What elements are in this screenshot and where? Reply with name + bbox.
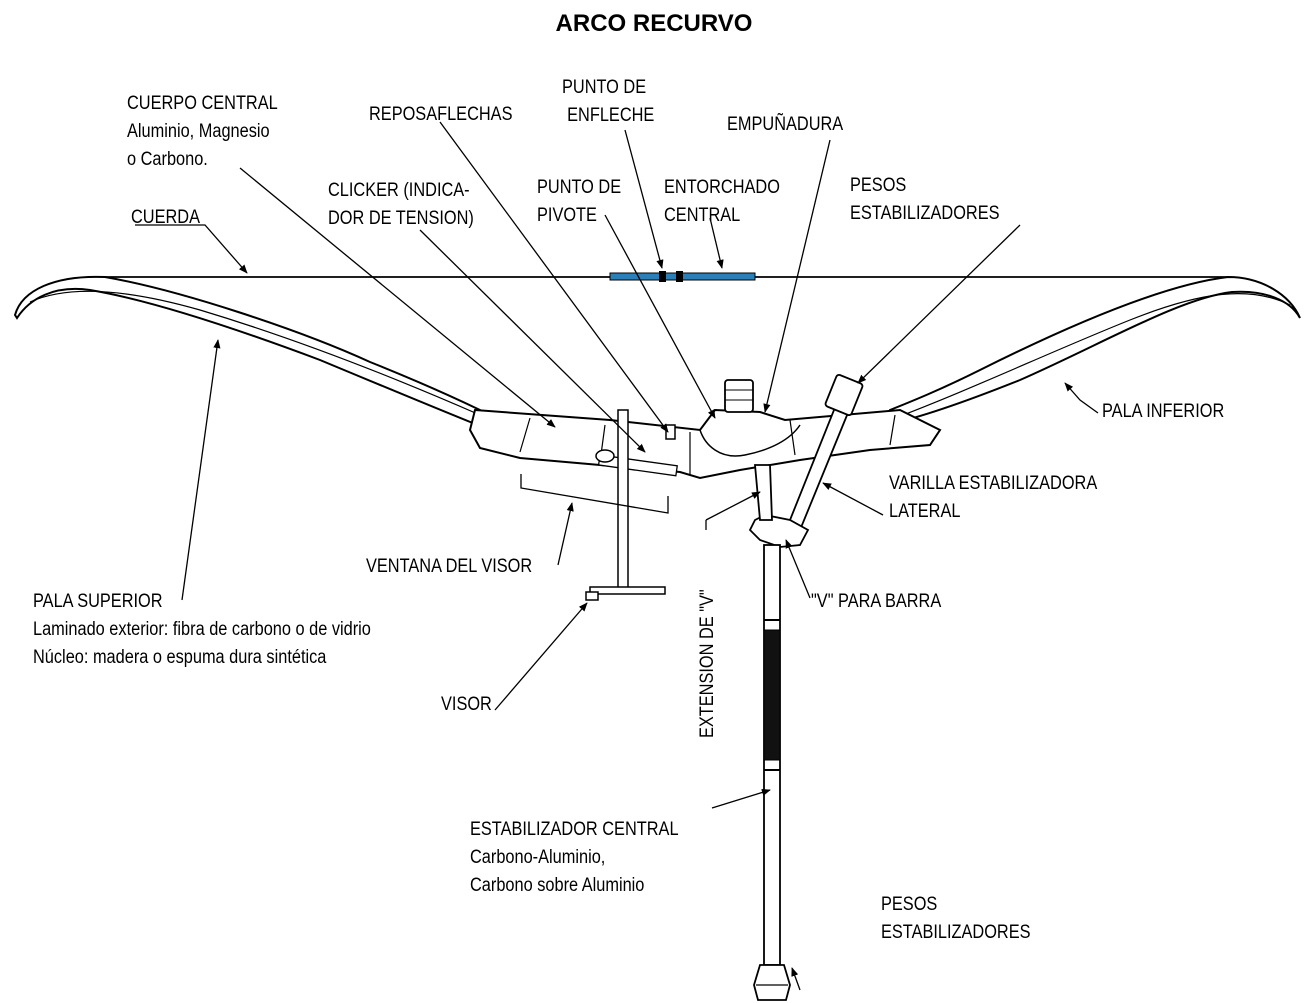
- label-line: Carbono sobre Aluminio: [470, 875, 645, 896]
- label-varilla: VARILLA ESTABILIZADORA LATERAL: [889, 470, 1097, 526]
- leader-v-barra: [785, 539, 811, 599]
- sight-horizontal-bar: [589, 586, 666, 595]
- sight-vertical-bar: [617, 409, 629, 591]
- leader-cuerda: [135, 224, 248, 274]
- label-clicker: CLICKER (INDICA- DOR DE TENSION): [328, 177, 474, 233]
- leader-pivote: [604, 214, 716, 419]
- diagram-title: ARCO RECURVO: [555, 10, 753, 37]
- label-line: ENTORCHADO: [664, 177, 780, 198]
- side-weight: [824, 373, 864, 417]
- leader-enfleche: [624, 129, 664, 269]
- leader-extension: [705, 491, 761, 521]
- leader-pala-superior: [181, 339, 221, 601]
- label-line: Aluminio, Magnesio: [127, 121, 270, 142]
- top-weight: [724, 379, 754, 413]
- label-line: LATERAL: [889, 501, 961, 522]
- riser-grip: [699, 424, 801, 457]
- nocking-point-right: [676, 271, 683, 282]
- leader-varilla: [822, 482, 884, 516]
- label-line: CENTRAL: [664, 205, 741, 226]
- nocking-point-left: [659, 271, 666, 282]
- sight-window-bracket: [520, 474, 669, 514]
- label-pesos-top: PESOS ESTABILIZADORES: [850, 172, 1000, 228]
- label-pala-inferior: PALA INFERIOR: [1102, 401, 1225, 422]
- label-line: ENFLECHE: [567, 105, 655, 126]
- leader-reposaflechas: [439, 121, 669, 433]
- clicker-knob: [595, 449, 615, 463]
- riser: [468, 408, 942, 480]
- upper-limb-inner-line: [29, 290, 481, 416]
- label-cuerpo-central: CUERPO CENTRAL Aluminio, Magnesio o Carb…: [127, 90, 278, 174]
- leader-visor: [494, 602, 588, 711]
- leader-cuerpo-central: [239, 167, 556, 428]
- label-extension-v: EXTENSION DE "V": [697, 589, 718, 738]
- label-punto-enfleche: PUNTO DE ENFLECHE: [562, 74, 654, 130]
- leader-ventana: [557, 502, 574, 566]
- riser-detail-1: [519, 414, 896, 475]
- label-line: ESTABILIZADORES: [850, 203, 1000, 224]
- bottom-weight: [753, 964, 791, 1001]
- label-pala-superior: PALA SUPERIOR Laminado exterior: fibra d…: [33, 588, 371, 672]
- lower-limb: [883, 275, 1301, 427]
- central-stabilizer-wrap: [763, 629, 781, 761]
- sight-pin: [585, 591, 599, 601]
- label-line: ESTABILIZADOR CENTRAL: [470, 819, 679, 840]
- label-v-barra: "V" PARA BARRA: [811, 591, 942, 612]
- label-visor: VISOR: [441, 694, 492, 715]
- label-cuerda: CUERDA: [131, 207, 201, 228]
- leader-pala-inferior: [1064, 382, 1099, 414]
- label-line: Núcleo: madera o espuma dura sintética: [33, 647, 327, 668]
- label-line: VARILLA ESTABILIZADORA: [889, 473, 1098, 494]
- leader-empunadura: [763, 139, 831, 413]
- label-estabilizador-central: ESTABILIZADOR CENTRAL Carbono-Aluminio, …: [470, 816, 679, 900]
- upper-limb: [13, 275, 493, 432]
- label-line: Carbono-Aluminio,: [470, 847, 606, 868]
- label-line: PALA SUPERIOR: [33, 591, 163, 612]
- label-line: CUERPO CENTRAL: [127, 93, 278, 114]
- label-ventana-visor: VENTANA DEL VISOR: [366, 556, 533, 577]
- v-extension: [754, 464, 773, 521]
- label-entorchado: ENTORCHADO CENTRAL: [664, 174, 780, 230]
- lower-limb-inner-line: [889, 293, 1291, 421]
- label-line: CLICKER (INDICA-: [328, 180, 470, 201]
- label-punto-pivote: PUNTO DE PIVOTE: [537, 174, 621, 230]
- v-bar: [748, 514, 810, 548]
- label-line: PESOS: [881, 894, 938, 915]
- leader-clicker: [419, 229, 646, 453]
- label-line: PUNTO DE: [537, 177, 622, 198]
- label-line: PIVOTE: [537, 205, 597, 226]
- label-reposaflechas: REPOSAFLECHAS: [369, 104, 513, 125]
- leader-pesos-bottom: [791, 967, 801, 991]
- label-line: DOR DE TENSION): [328, 208, 474, 229]
- label-line: PESOS: [850, 175, 907, 196]
- label-line: ESTABILIZADORES: [881, 922, 1031, 943]
- label-line: o Carbono.: [127, 149, 208, 170]
- label-empunadura: EMPUÑADURA: [727, 114, 844, 135]
- leader-entorchado: [709, 217, 724, 269]
- label-line: Laminado exterior: fibra de carbono o de…: [33, 619, 371, 640]
- label-pesos-bottom: PESOS ESTABILIZADORES: [881, 891, 1031, 947]
- leader-estabilizador: [711, 788, 771, 809]
- label-line: PUNTO DE: [562, 77, 647, 98]
- leader-pesos-top: [857, 224, 1021, 384]
